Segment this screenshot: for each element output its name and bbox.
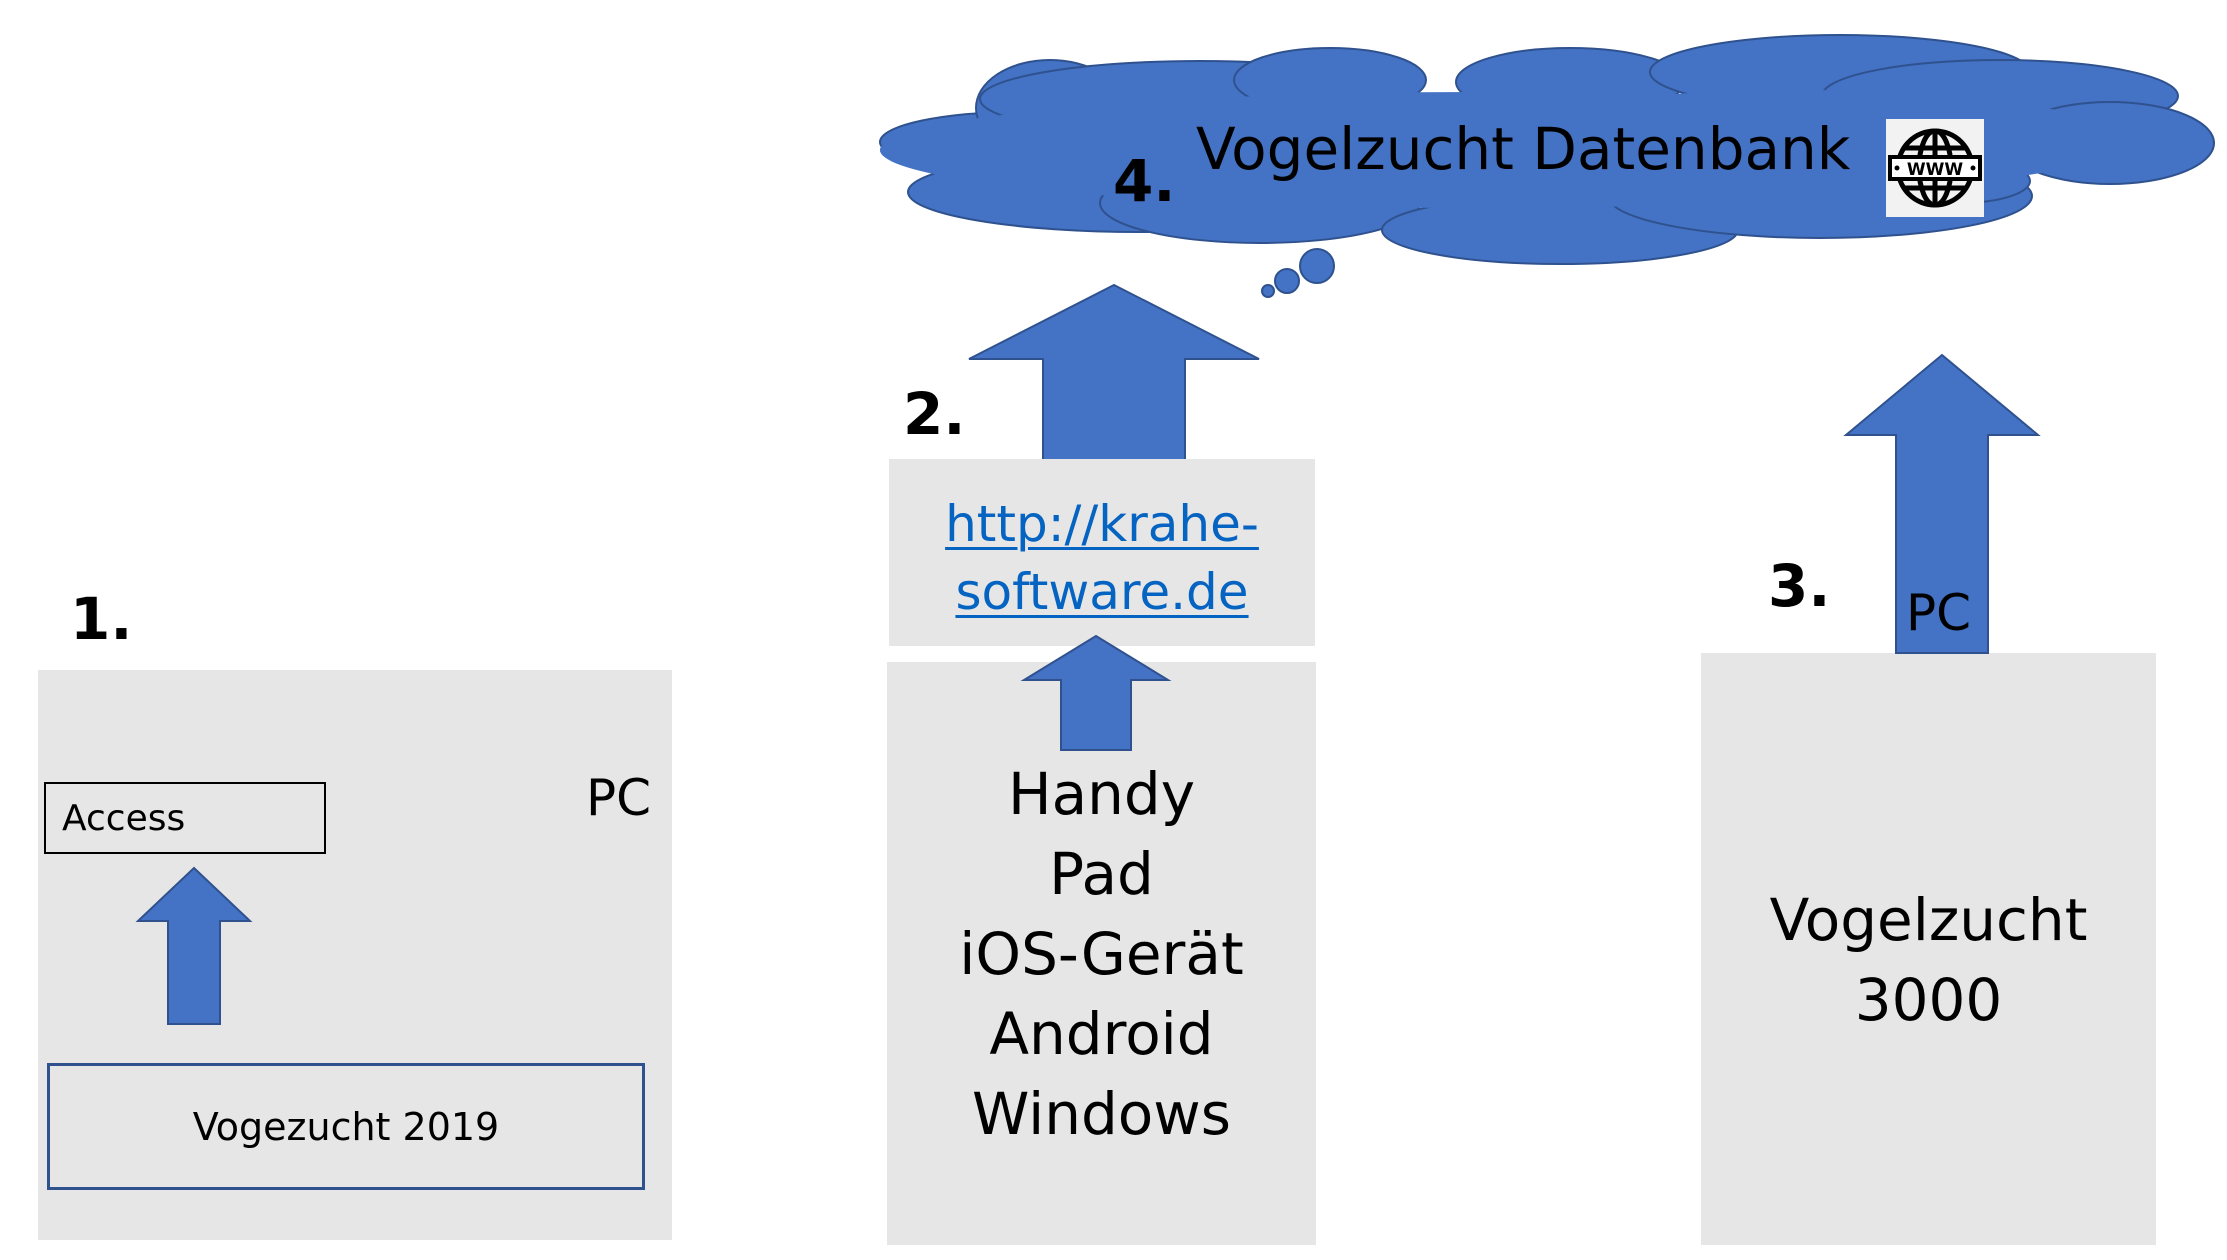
devices-box [887, 662, 1316, 1245]
url-link-line2[interactable]: software.de [955, 563, 1249, 621]
vogelzucht-3000-line2: 3000 [1854, 966, 2003, 1034]
database-title: Vogelzucht Datenbank [1196, 115, 1851, 183]
device-item-handy: Handy [1007, 760, 1196, 828]
device-item-android: Android [989, 1000, 1214, 1068]
step-number-1: 1. [70, 585, 133, 653]
url-box [889, 459, 1315, 646]
url-text[interactable]: http://krahe- software.de [889, 490, 1315, 626]
device-list: Handy Pad iOS-Gerät Android Windows [887, 760, 1316, 1148]
pc-label-1: PC [586, 769, 652, 827]
step-number-3: 3. [1768, 552, 1831, 620]
database-cloud [879, 34, 2215, 298]
arrow-up-2-bottom [1020, 634, 1172, 751]
vogezucht-2019-label: Vogezucht 2019 [192, 1104, 500, 1149]
arrow-up-3 [1843, 353, 2041, 654]
device-item-windows: Windows [972, 1080, 1231, 1148]
access-label: Access [62, 797, 186, 839]
vogezucht-2019-box: Vogezucht 2019 [47, 1063, 645, 1190]
step-number-4: 4. [1113, 147, 1176, 215]
vogelzucht-3000-line1: Vogelzucht [1769, 886, 2088, 954]
access-box: Access [44, 782, 326, 854]
device-item-pad: Pad [1049, 840, 1154, 908]
www-globe-icon: WWW [1886, 119, 1984, 217]
vogelzucht-3000-label: Vogelzucht 3000 [1701, 880, 2156, 1040]
device-item-ios: iOS-Gerät [959, 920, 1244, 988]
www-icon-text: WWW [1907, 160, 1964, 180]
pc-box-1 [38, 670, 672, 1240]
step-number-2: 2. [903, 380, 966, 448]
arrow-up-1 [135, 866, 253, 1025]
pc-label-3: PC [1906, 584, 1972, 642]
pc-box-3 [1701, 653, 2156, 1245]
arrow-up-2-top [968, 283, 1260, 464]
url-link-line1[interactable]: http://krahe- [945, 495, 1259, 553]
